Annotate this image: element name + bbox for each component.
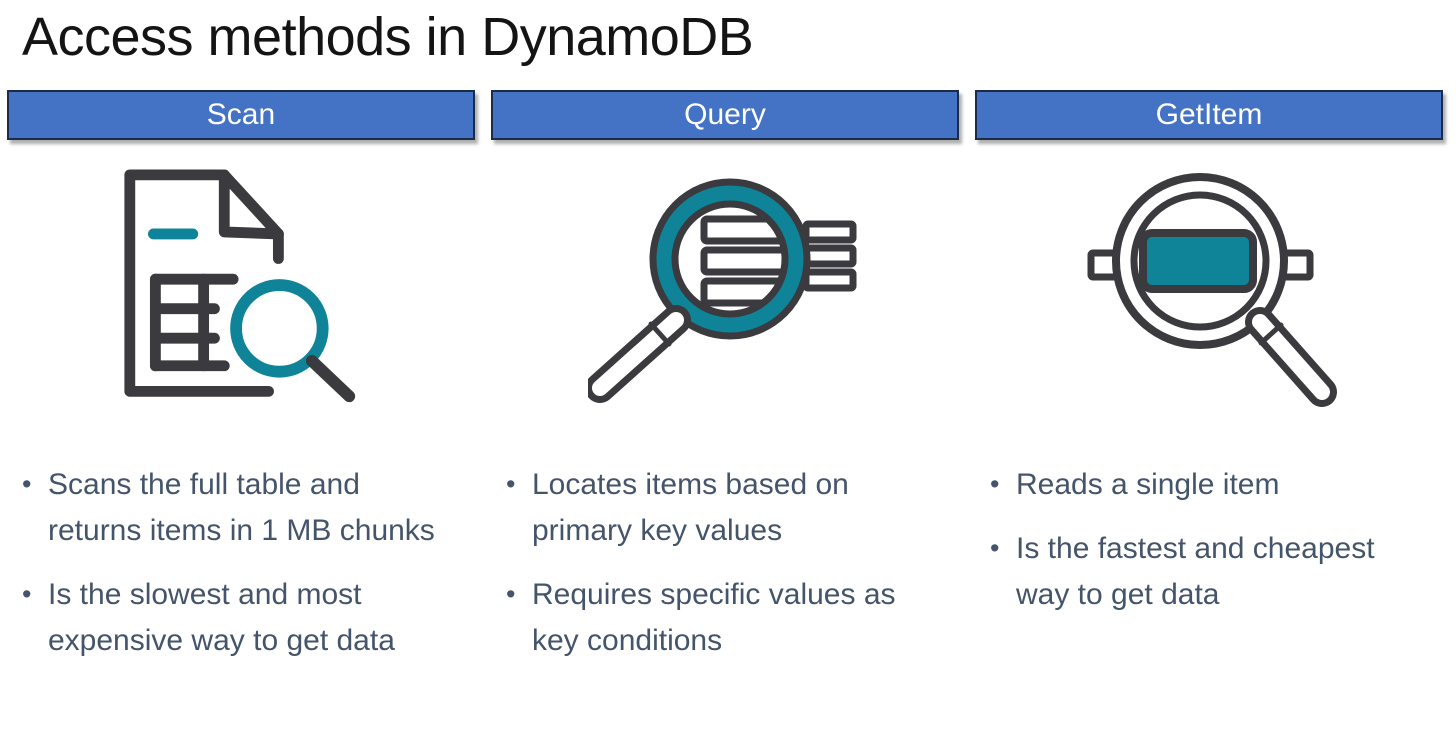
- bullet-item: Is the slowest and most expensive way to…: [21, 571, 451, 664]
- header-label-getitem: GetItem: [1155, 98, 1263, 132]
- column-getitem: GetItem: [975, 90, 1443, 682]
- bullet-list-getitem: Reads a single item Is the fastest and c…: [989, 461, 1439, 618]
- header-label-query: Query: [684, 98, 766, 132]
- scan-icon-wrap: [7, 164, 475, 416]
- bullet-item: Is the fastest and cheapest way to get d…: [989, 525, 1419, 618]
- bullet-item: Scans the full table and returns items i…: [21, 461, 451, 554]
- header-bar-scan: Scan: [7, 90, 475, 141]
- bullet-list-query: Locates items based on primary key value…: [505, 461, 955, 664]
- bullet-list-scan: Scans the full table and returns items i…: [21, 461, 471, 664]
- bullet-item: Requires specific values as key conditio…: [505, 571, 935, 664]
- column-scan: Scan: [7, 90, 475, 682]
- bullet-item: Reads a single item: [989, 461, 1419, 508]
- bullet-text: Reads a single item: [1016, 468, 1280, 502]
- query-icon-wrap: [491, 164, 959, 416]
- magnifier-single-item-icon: [1087, 173, 1337, 408]
- header-bar-query: Query: [491, 90, 959, 141]
- getitem-icon-wrap: [975, 164, 1443, 416]
- bullet-item: Locates items based on primary key value…: [505, 461, 935, 554]
- bullet-text: Is the slowest and most expensive way to…: [48, 578, 395, 658]
- page-title: Access methods in DynamoDB: [22, 7, 754, 67]
- bullet-text: Locates items based on primary key value…: [532, 468, 849, 548]
- header-bar-getitem: GetItem: [975, 90, 1443, 141]
- column-query: Query: [491, 90, 959, 682]
- header-label-scan: Scan: [206, 98, 276, 132]
- bullet-text: Scans the full table and returns items i…: [48, 468, 435, 548]
- document-table-magnifier-icon: [124, 169, 356, 403]
- magnifier-rows-icon: [587, 178, 856, 404]
- bullet-text: Is the fastest and cheapest way to get d…: [1016, 532, 1375, 612]
- bullet-text: Requires specific values as key conditio…: [532, 578, 896, 658]
- columns-container: Scan: [0, 90, 1456, 682]
